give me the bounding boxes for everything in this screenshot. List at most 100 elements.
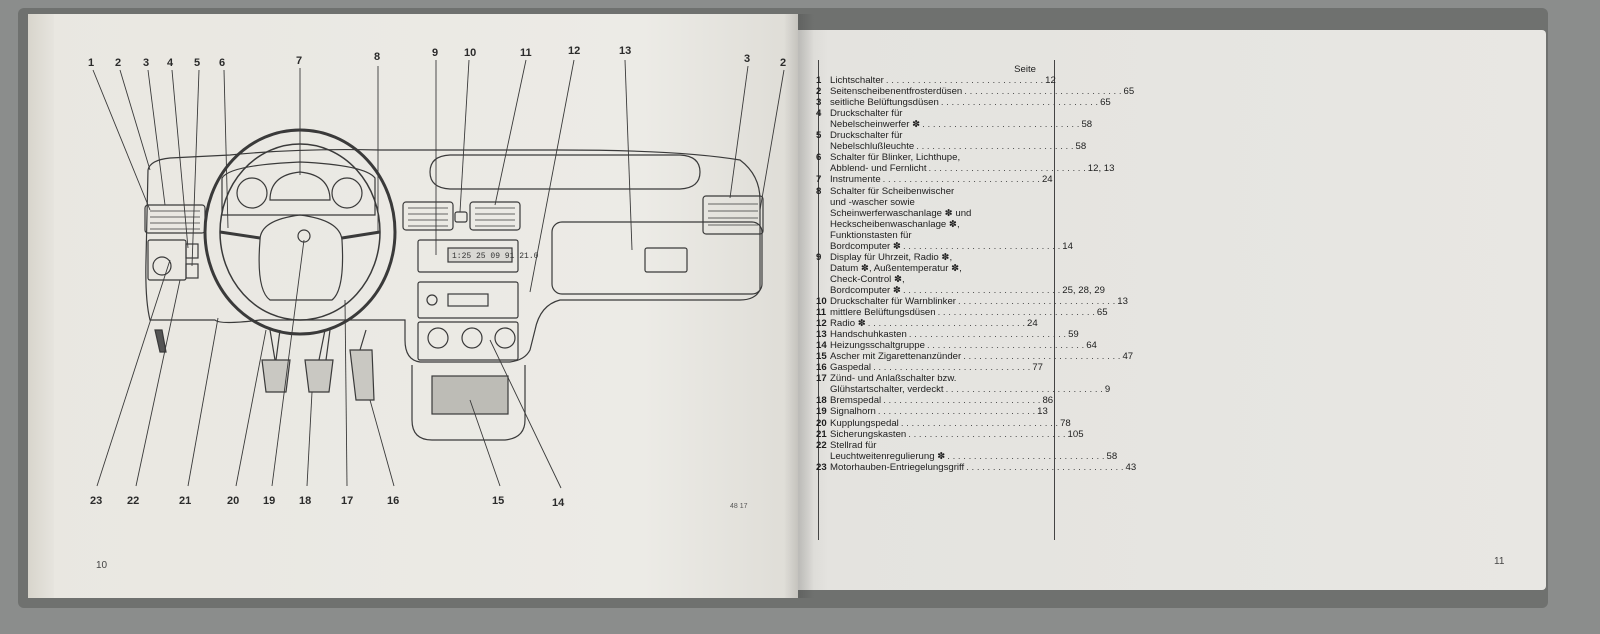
callout-14: 14 <box>552 497 565 509</box>
legend-item-text: Motorhauben-Entriegelungsgriff <box>830 461 965 473</box>
heater-control-panel <box>417 321 519 361</box>
legend-item-number: 10 <box>816 295 827 307</box>
legend-item-text: Ascher mit Zigarettenanzünder <box>830 351 962 363</box>
legend-item: 7Instrumente24 <box>816 174 1053 186</box>
legend-item-page: 65 <box>1096 307 1108 319</box>
glovebox-handle <box>644 247 688 273</box>
heater-knob-2 <box>461 327 483 349</box>
legend-item-page: 47 <box>1122 351 1134 363</box>
callout-9: 9 <box>432 47 438 59</box>
leader-dots <box>927 340 1084 351</box>
center-display-screen <box>447 247 513 263</box>
callout-15: 15 <box>492 495 504 507</box>
legend-item-page: 12 <box>1045 75 1056 87</box>
legend-item-text: Sicherungskasten <box>830 428 907 440</box>
steering-column <box>269 329 331 361</box>
callout-12: 12 <box>568 45 580 57</box>
leader-dots <box>963 351 1120 362</box>
callout-20: 20 <box>227 495 239 507</box>
radio-unit <box>417 281 519 319</box>
legend-item-page: 25, 28, 29 <box>1062 284 1105 296</box>
legend-item-page: 12, 13 <box>1087 163 1115 175</box>
left-side-vent <box>144 204 206 234</box>
legend-item-text: Bordcomputer ✽ <box>830 240 901 252</box>
leader-dots <box>883 174 1040 185</box>
legend-item-number: 2 <box>816 86 822 98</box>
legend-item-number: 1 <box>816 75 822 87</box>
legend-item-number: 19 <box>816 406 827 418</box>
legend-item-text: Abblend- und Fernlicht <box>830 163 927 175</box>
callout-1: 1 <box>88 57 94 69</box>
leader-dots <box>909 329 1066 340</box>
callouts-bottom: 23 22 21 20 19 18 17 16 15 14 <box>90 495 565 509</box>
legend-item-text: Instrumente <box>830 174 881 186</box>
glovebox <box>551 221 763 295</box>
legend-item-text: Check-Control ✽, <box>830 273 905 285</box>
legend-item-number: 16 <box>816 362 827 374</box>
legend-item-text: Druckschalter für <box>830 108 903 120</box>
legend-item-number: 22 <box>816 439 827 451</box>
leader-dots <box>941 97 1098 108</box>
legend-item-number: 13 <box>816 329 827 341</box>
legend-item-page: 14 <box>1062 240 1073 252</box>
legend-item-text: Druckschalter für Warnblinker <box>830 295 956 307</box>
legend-item-text: Heizungsschaltgruppe <box>830 340 925 352</box>
legend-item-text: Schalter für Scheibenwischer <box>830 185 955 197</box>
legend-item-page: 59 <box>1068 329 1079 341</box>
legend-item-page: 58 <box>1081 119 1093 131</box>
center-vent-right <box>469 201 521 231</box>
legend-item-text: Signalhorn <box>830 406 876 418</box>
legend-item-page: 43 <box>1125 461 1137 473</box>
clutch-pedal <box>261 359 291 393</box>
legend-item-number: 8 <box>816 185 822 197</box>
brake-pedal <box>304 359 334 393</box>
legend-item-number: 18 <box>816 395 827 407</box>
callout-19: 19 <box>263 495 275 507</box>
legend-item-text: Radio ✽ <box>830 318 866 330</box>
legend-item: 14Heizungsschaltgruppe64 <box>816 340 1097 352</box>
leader-dots <box>868 318 1025 329</box>
steering-wheel-hub <box>258 214 344 301</box>
legend-item-page: 24 <box>1041 174 1053 186</box>
legend-item-text: Schalter für Blinker, Lichthupe, <box>830 152 961 164</box>
legend-item-number: 11 <box>816 307 827 319</box>
right-page-number: 11 <box>1494 556 1505 567</box>
leader-dots <box>886 75 1043 86</box>
legend-item: 1Lichtschalter12 <box>816 75 1056 87</box>
legend-item-text: Zünd- und Anlaßschalter bzw. <box>830 373 957 385</box>
legend-item-text: Datum ✽, Außentemperatur ✽, <box>830 262 962 274</box>
leader-dots <box>903 285 1060 296</box>
legend-item-text: Nebelschlußleuchte <box>830 141 915 153</box>
legend-item-page: 77 <box>1032 362 1044 374</box>
figure-reference: 48 17 <box>730 503 748 510</box>
leader-dots <box>946 384 1103 395</box>
leader-lines <box>92 59 785 489</box>
legend-item-page: 64 <box>1086 340 1097 352</box>
legend-item: 13Handschuhkasten59 <box>816 329 1079 341</box>
legend-item: 2Seitenscheibenentfrosterdüsen65 <box>816 86 1134 98</box>
legend-item: 16Gaspedal77 <box>816 362 1044 373</box>
legend-item-number: 21 <box>816 428 827 440</box>
hazard-button <box>454 211 468 223</box>
legend-item-text: Bordcomputer ✽ <box>830 284 901 296</box>
callout-4: 4 <box>167 57 174 69</box>
legend-item-number: 3 <box>816 97 822 109</box>
fuel-gauge <box>331 177 363 209</box>
callout-2-right: 2 <box>780 57 786 69</box>
legend-item-text: Funktionstasten für <box>830 229 912 241</box>
legend-item: 21Sicherungskasten105 <box>816 428 1084 440</box>
leader-dots <box>903 241 1060 252</box>
center-console <box>411 365 526 441</box>
leader-dots <box>966 462 1123 473</box>
leader-dots <box>958 296 1115 307</box>
legend-item-text: Glühstartschalter, verdeckt <box>830 384 944 396</box>
leader-dots <box>964 86 1121 97</box>
legend-item-text: und -wascher sowie <box>830 196 915 208</box>
light-switch-knob <box>152 256 172 276</box>
